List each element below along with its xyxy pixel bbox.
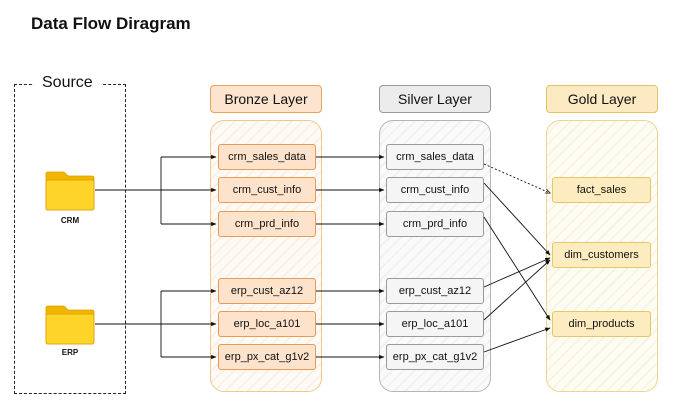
silver-node-crm-sales-data: crm_sales_data <box>386 144 484 170</box>
bronze-node-crm-prd-info: crm_prd_info <box>218 211 316 237</box>
folder-icon <box>45 305 95 345</box>
gold-node-fact-sales: fact_sales <box>552 177 651 203</box>
silver-layer-header: Silver Layer <box>379 85 491 113</box>
edge-silver-gold-cust-info <box>483 182 551 256</box>
bronze-node-erp-loc-a101: erp_loc_a101 <box>218 311 316 337</box>
edge-silver-gold-sales <box>483 163 550 193</box>
source-crm-label: CRM <box>60 216 80 225</box>
folder-icon <box>45 171 95 211</box>
diagram-title: Data Flow Diragram <box>31 14 191 33</box>
edge-silver-gold-px-cat <box>483 327 551 353</box>
source-label: Source <box>34 74 101 92</box>
bronze-layer-header: Bronze Layer <box>210 85 322 113</box>
silver-node-erp-px-cat-g1v2: erp_px_cat_g1v2 <box>386 344 484 370</box>
edge-silver-gold-loc-a101 <box>483 259 551 321</box>
gold-node-dim-products: dim_products <box>552 311 651 337</box>
silver-node-crm-cust-info: crm_cust_info <box>386 177 484 203</box>
edge-silver-gold-cust-az12 <box>483 257 551 288</box>
bronze-node-erp-px-cat-g1v2: erp_px_cat_g1v2 <box>218 344 316 370</box>
bronze-node-erp-cust-az12: erp_cust_az12 <box>218 278 316 304</box>
source-erp-label: ERP <box>61 348 79 357</box>
silver-node-erp-cust-az12: erp_cust_az12 <box>386 278 484 304</box>
gold-node-dim-customers: dim_customers <box>552 242 651 268</box>
silver-node-crm-prd-info: crm_prd_info <box>386 211 484 237</box>
bronze-node-crm-sales-data: crm_sales_data <box>218 144 316 170</box>
edge-silver-gold-prd-info <box>483 216 551 321</box>
silver-node-erp-loc-a101: erp_loc_a101 <box>386 311 484 337</box>
gold-layer-header: Gold Layer <box>546 85 658 113</box>
bronze-node-crm-cust-info: crm_cust_info <box>218 177 316 203</box>
